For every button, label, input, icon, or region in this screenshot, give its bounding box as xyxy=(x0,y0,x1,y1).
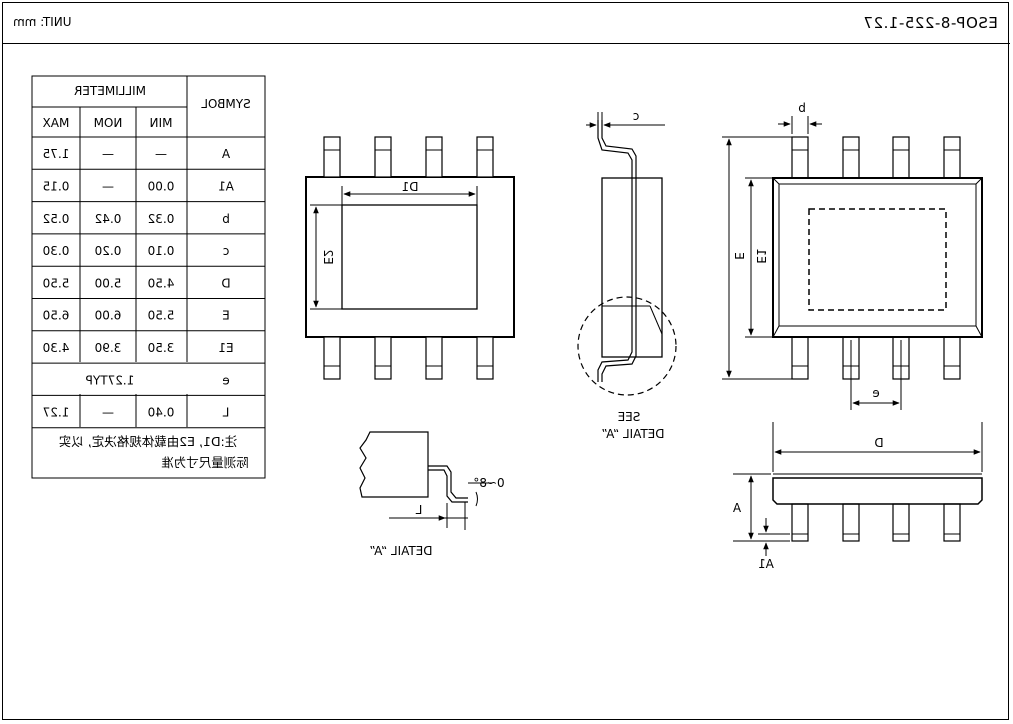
table-cell-max: 0.52 xyxy=(43,212,70,226)
table-cell-max: 6.50 xyxy=(43,309,70,323)
table-cell-symbol: E1 xyxy=(218,341,233,355)
table-cell-symbol: D xyxy=(221,276,230,290)
table-cell-max: 1.27 xyxy=(43,406,70,420)
table-cell-min: 0.00 xyxy=(148,179,175,193)
table-cell-merged: 1.27TYP xyxy=(86,373,135,387)
label-a1: A1 xyxy=(758,557,774,571)
table-cell-symbol: A xyxy=(221,147,230,161)
table-col-header-nom: NOM xyxy=(94,116,123,130)
table-cell-symbol: e xyxy=(222,373,229,387)
table-cell-nom: — xyxy=(102,179,114,193)
table-cell-nom: 6.00 xyxy=(95,309,122,323)
table-cell-nom: 0.42 xyxy=(95,212,122,226)
table-cell-nom: — xyxy=(102,406,114,420)
table-cell-max: 4.30 xyxy=(43,341,70,355)
label-d1: D1 xyxy=(402,180,419,194)
table-col-header-max: MAX xyxy=(43,116,70,130)
lead-pin xyxy=(476,136,494,178)
dimension-table xyxy=(31,75,266,479)
lead-pin xyxy=(943,336,961,380)
table-note-line2: 际测量尺寸为准 xyxy=(161,455,249,470)
table-cell-nom: 0.20 xyxy=(95,244,122,258)
lead-pin xyxy=(892,503,910,542)
lead-pin xyxy=(791,503,809,542)
table-symbol-header: SYMBOL xyxy=(201,97,251,111)
table-cell-symbol: E xyxy=(222,309,230,323)
table-cell-min: — xyxy=(155,147,167,161)
table-cell-min: 0.10 xyxy=(148,244,175,258)
table-cell-nom: 3.90 xyxy=(95,341,122,355)
table-note-line1: 注:D1, E2由载体规格决定, 以实 xyxy=(59,434,238,449)
label-see: SEE xyxy=(618,410,641,424)
top-view xyxy=(305,136,515,380)
table-cell-symbol: L xyxy=(222,406,229,420)
table-cell-symbol: b xyxy=(222,212,230,226)
table-cell-max: 0.30 xyxy=(43,244,70,258)
label-detail-a-bottom: DETAIL “A” xyxy=(369,544,432,558)
label-detail-a-side: DETAIL “A” xyxy=(601,427,664,441)
title-bar: ESOP-8-225-1.27 UNIT: mm xyxy=(3,3,1010,44)
lead-pin xyxy=(476,336,494,380)
label-d: D xyxy=(874,436,883,450)
table-cell-symbol: A1 xyxy=(218,179,234,193)
lead-pin xyxy=(943,136,961,179)
lead-pin xyxy=(425,136,443,178)
table-cell-max: 1.75 xyxy=(43,147,70,161)
lead-pin xyxy=(374,336,392,380)
label-angle: 0~8° xyxy=(473,476,504,490)
label-e-pitch: e xyxy=(872,386,879,400)
label-e1: E1 xyxy=(754,248,768,263)
lead-pin xyxy=(892,136,910,179)
label-b: b xyxy=(798,101,806,115)
side-view xyxy=(577,112,677,396)
label-e2: E2 xyxy=(321,249,335,264)
label-c: c xyxy=(633,109,640,123)
lead-pin xyxy=(791,336,809,380)
lead-pin xyxy=(425,336,443,380)
lead-pin xyxy=(943,503,961,542)
table-cell-symbol: c xyxy=(223,244,230,258)
table-cell-max: 0.15 xyxy=(43,179,70,193)
table-cell-min: 5.50 xyxy=(148,309,175,323)
lead-pin xyxy=(842,136,860,179)
table-cell-min: 3.50 xyxy=(148,341,175,355)
lead-pin xyxy=(323,136,341,178)
table-cell-nom: 5.00 xyxy=(95,276,122,290)
label-a: A xyxy=(732,501,741,515)
table-col-header-min: MIN xyxy=(150,116,173,130)
front-view xyxy=(733,422,983,556)
detail-a-view xyxy=(359,431,492,530)
label-l: L xyxy=(415,503,422,517)
lead-pin xyxy=(323,336,341,380)
lead-pin xyxy=(791,136,809,179)
table-cell-min: 0.40 xyxy=(148,406,175,420)
table-cell-min: 4.50 xyxy=(148,276,175,290)
table-group-header: MILLIMETER xyxy=(74,84,146,98)
bottom-view xyxy=(722,116,983,410)
table-cell-min: 0.32 xyxy=(148,212,175,226)
table-cell-max: 5.50 xyxy=(43,276,70,290)
label-e: E xyxy=(732,252,746,260)
lead-pin xyxy=(374,136,392,178)
table-cell-nom: — xyxy=(102,147,114,161)
lead-pin xyxy=(842,503,860,542)
